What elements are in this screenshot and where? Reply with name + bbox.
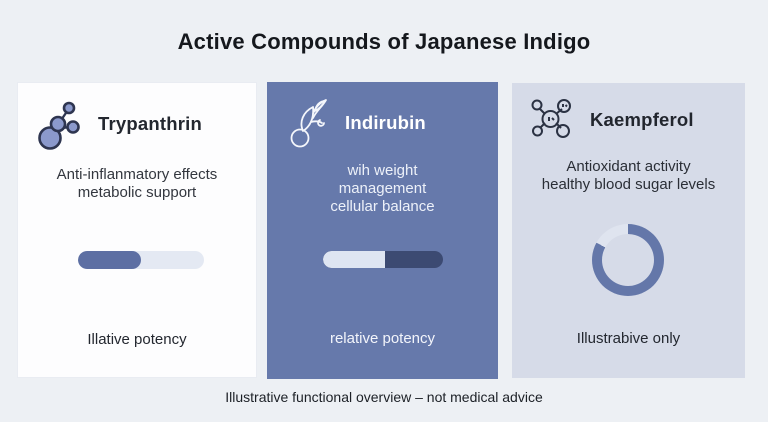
molecule-network-icon — [529, 97, 577, 143]
description-line: Antioxidant activity — [566, 158, 691, 175]
trypanthrin-potency-bar-fill — [78, 251, 141, 269]
card-trypanthrin-header: Trypanthrin — [18, 83, 256, 151]
card-indirubin-title: Indirubin — [345, 112, 426, 133]
card-indirubin-caption: relative potency — [329, 330, 436, 347]
donut-hole — [602, 234, 654, 286]
indirubin-potency-bar-segment — [323, 251, 386, 268]
card-indirubin: Indirubin wih weight management cellular… — [267, 82, 498, 379]
description-line: metabolic support — [77, 183, 197, 201]
description-line: Anti-inflanmatory effects — [56, 166, 218, 183]
card-trypanthrin-title: Trypanthrin — [98, 113, 202, 134]
description-line: wih weight — [347, 162, 418, 179]
disclaimer-text: Illustrative functional overview – not m… — [225, 389, 543, 405]
card-kaempferol-caption: Illustrabive only — [576, 330, 681, 347]
card-trypanthrin-description: Anti-inflanmatory effects metabolic supp… — [18, 166, 256, 201]
card-kaempferol: Kaempferol Antioxidant activity healthy … — [512, 83, 745, 378]
description-line: management — [338, 180, 427, 197]
description-line: cellular balance — [330, 198, 435, 215]
indirubin-potency-bar — [323, 251, 443, 268]
card-trypanthrin: Trypanthrin Anti-inflanmatory effects me… — [17, 82, 257, 378]
card-kaempferol-header: Kaempferol — [512, 83, 745, 143]
card-indirubin-header: Indirubin — [267, 82, 498, 150]
kaempferol-donut-chart — [592, 224, 664, 296]
trypanthrin-potency-bar — [78, 251, 204, 269]
card-kaempferol-title: Kaempferol — [590, 109, 694, 130]
card-trypanthrin-caption: Illative potency — [87, 331, 187, 348]
page-title: Active Compounds of Japanese Indigo — [177, 29, 591, 54]
description-line: healthy blood sugar levels — [541, 175, 716, 193]
indigo-plant-icon — [289, 96, 329, 150]
molecule-cluster-icon — [35, 97, 85, 151]
card-indirubin-description: wih weight management cellular balance — [267, 162, 498, 216]
card-kaempferol-description: Antioxidant activity healthy blood sugar… — [512, 158, 745, 193]
